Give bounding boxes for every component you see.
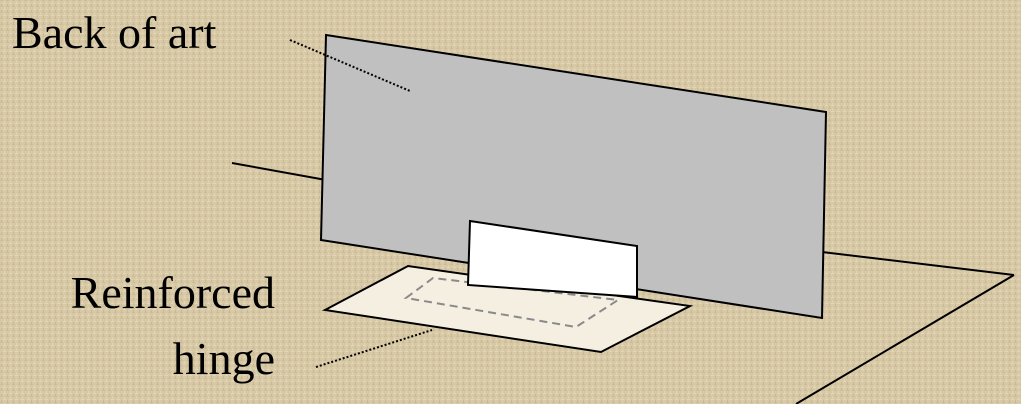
artwork-back [319, 33, 828, 320]
hinge-hidden-outline [403, 276, 621, 329]
back-of-art-leader [289, 39, 411, 92]
backing-board-front-edge [795, 274, 1015, 404]
backing-board-left-edge [231, 162, 327, 181]
hinge-paper [321, 264, 694, 354]
reinforced-label: Reinforced [70, 267, 275, 318]
back-of-art-label: Back of art [12, 7, 217, 58]
hinge-tab [466, 219, 638, 299]
hinge-label: hinge [172, 333, 275, 384]
hinge-leader [315, 329, 433, 368]
backing-board-right-edge [821, 251, 1015, 276]
